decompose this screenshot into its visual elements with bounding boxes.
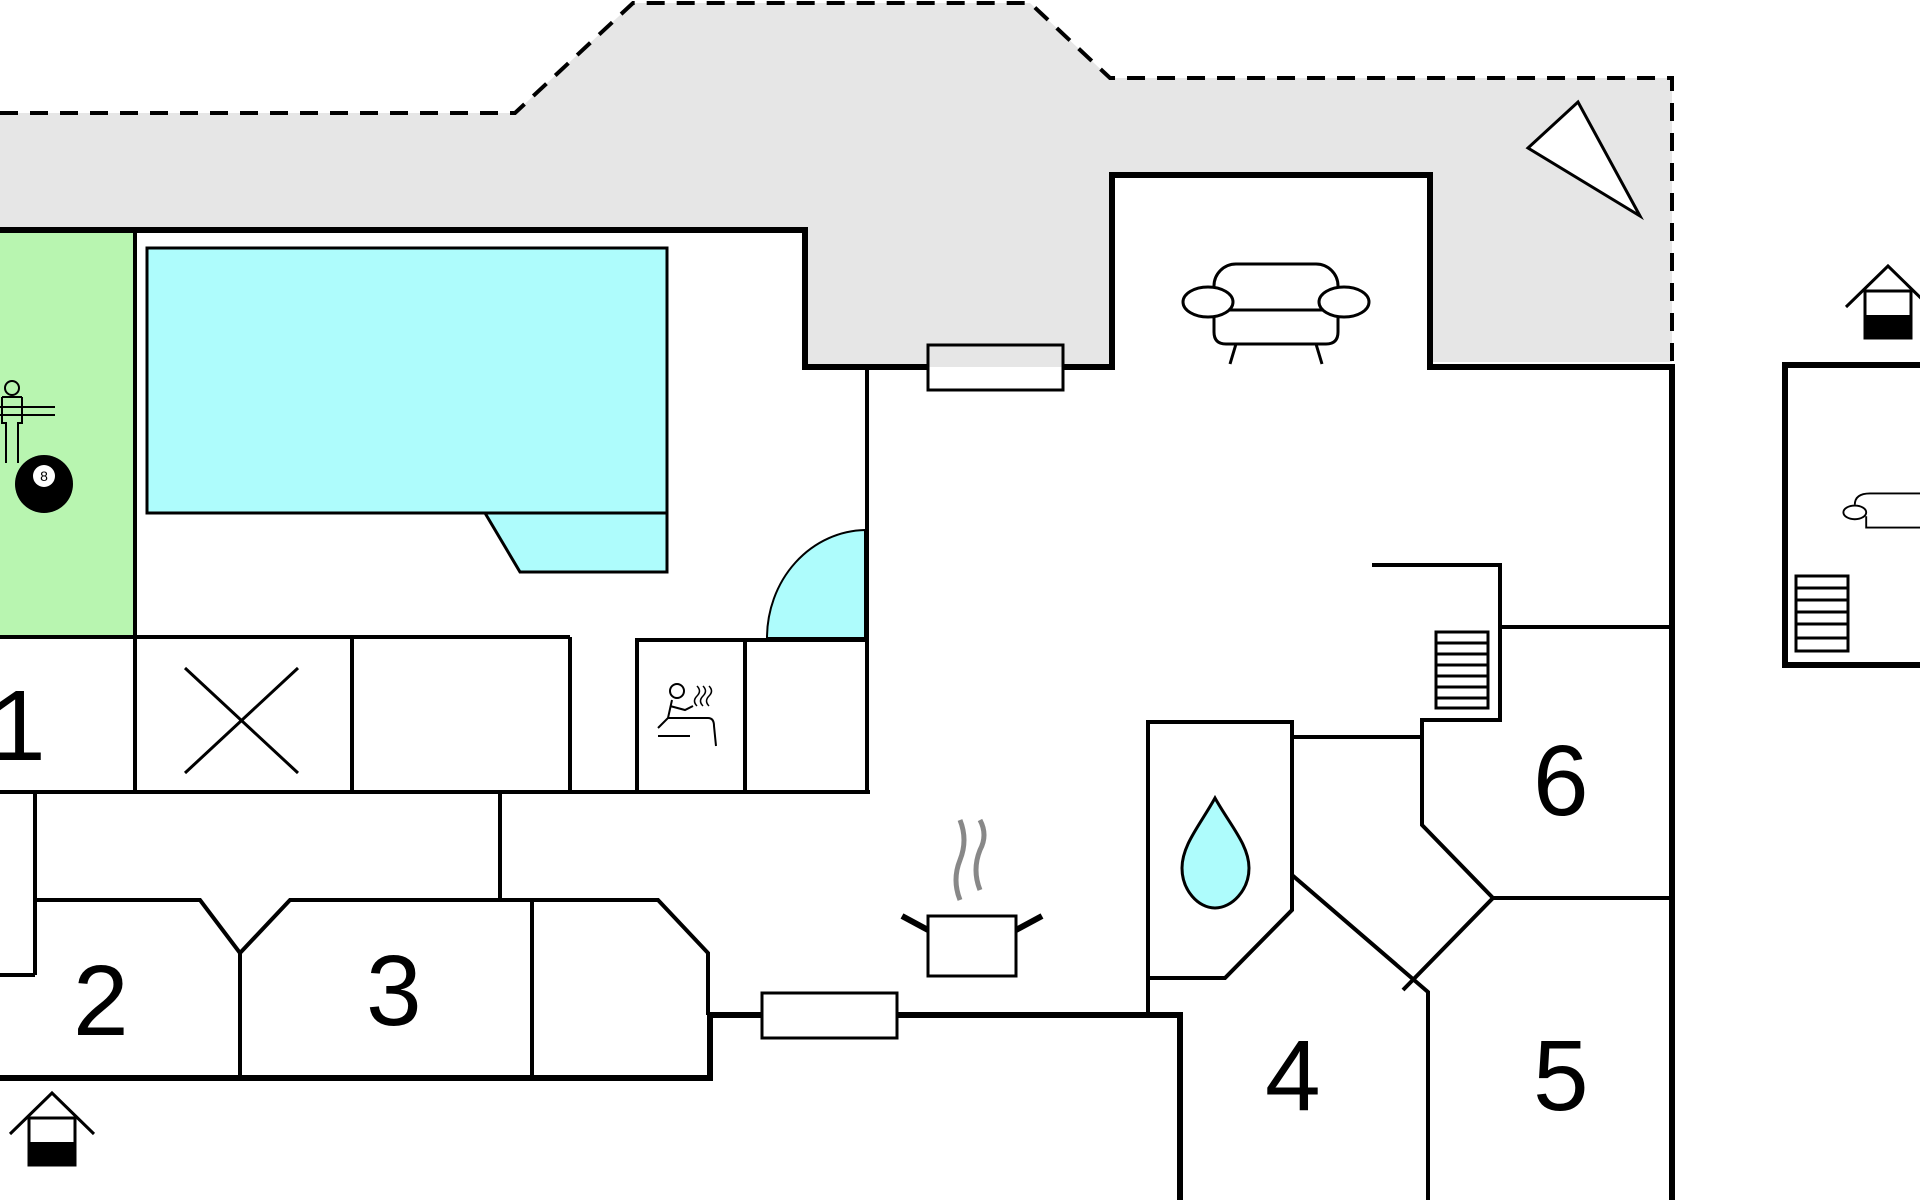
- foosball-icon: [0, 380, 55, 463]
- compass-icon: [1525, 99, 1644, 221]
- whirlpool-icon: [765, 528, 866, 639]
- room-6-label: 6: [1533, 725, 1589, 837]
- room-4-label: 4: [1265, 1020, 1321, 1132]
- wall-room4-6: [1401, 896, 1672, 992]
- wall-room2-top: [35, 898, 534, 1078]
- terrace-area: [0, 3, 1672, 367]
- sofa-icon: [1842, 492, 1920, 529]
- annex: [1782, 362, 1920, 668]
- wall-room-extra: [532, 898, 710, 1015]
- entrance-house-icon: [1844, 263, 1920, 340]
- toilet-cross-icon: [183, 666, 300, 775]
- pool-water: [147, 248, 667, 513]
- wall-room6-left: [1292, 735, 1495, 900]
- wall-bath: [1146, 720, 1294, 1015]
- billiard-ball-icon: 8: [15, 455, 73, 513]
- interior-walls: [0, 367, 1672, 1200]
- sauna-icon: [657, 683, 717, 747]
- room-5-label: 5: [1533, 1020, 1589, 1132]
- window-icon: [760, 991, 899, 1040]
- north-wall-living: [1062, 172, 1675, 1200]
- pool-steps: [485, 513, 667, 572]
- room-3-label: 3: [366, 935, 422, 1047]
- game-room-floor: [0, 232, 135, 637]
- terrace-dashed-edge: [0, 0, 1674, 362]
- pool: [145, 246, 669, 574]
- south-wall-center: [896, 1012, 1183, 1200]
- wall-stairs: [1372, 563, 1502, 737]
- entrance-house-icon: [8, 1090, 96, 1167]
- wall-sauna: [635, 638, 867, 792]
- pool-steps-outline: [482, 511, 669, 574]
- cooking-pot-icon: [900, 818, 1044, 978]
- terrace: [0, 0, 1674, 367]
- south-wall-west: [0, 1012, 762, 1081]
- water-drop-icon: [1180, 794, 1251, 910]
- sofa-icon: [1181, 262, 1371, 365]
- stairs-icon: [1434, 630, 1490, 710]
- pool-outline: [145, 246, 669, 515]
- room-1-label: 1: [0, 670, 46, 782]
- wall-room4-5: [1290, 873, 1430, 1200]
- annex-walls: [1782, 362, 1920, 668]
- window-icon: [926, 343, 1065, 392]
- stairs-icon: [1794, 574, 1850, 653]
- billiard-ball-number: 8: [40, 468, 48, 484]
- room-2-label: 2: [73, 945, 129, 1057]
